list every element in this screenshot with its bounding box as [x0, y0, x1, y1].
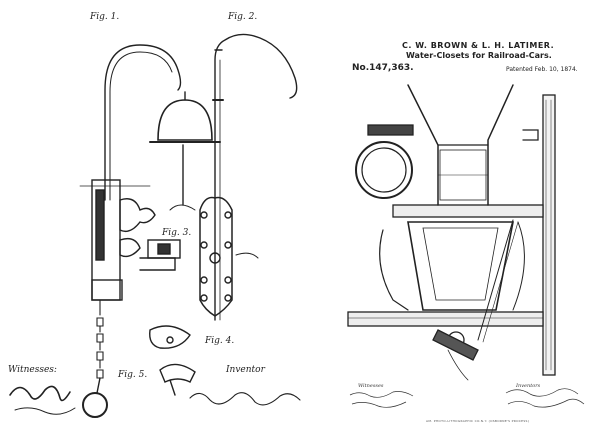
- patented-date: Patented Feb. 10, 1874.: [506, 66, 578, 73]
- right-drawing: [347, 84, 556, 381]
- witnesses-label: Witnesses: [358, 383, 384, 389]
- patent-names: C. W. BROWN & L. H. LATIMER.: [402, 41, 555, 50]
- inventor-label: Inventor: [226, 365, 265, 375]
- patent-number: No.147,363.: [352, 63, 414, 73]
- patent-title: Water-Closets for Railroad-Cars.: [406, 51, 552, 60]
- inventors-label: Inventors: [516, 383, 541, 389]
- fig-2-label: Fig. 2.: [228, 12, 258, 22]
- left-patent-sheet: Fig. 1. Fig. 2. Fig. 3. Fig. 4. Fig. 5. …: [8, 12, 301, 418]
- fig-1-label: Fig. 1.: [90, 12, 120, 22]
- fig-5-label: Fig. 5.: [118, 370, 148, 380]
- lithographer-footer: AM. PHOTO-LITHOGRAPHIC CO.N.Y. (OSBORNE'…: [426, 419, 530, 423]
- witnesses-label: Witnesses:: [8, 365, 57, 375]
- right-signatures: [349, 388, 585, 408]
- left-drawing: [9, 33, 301, 418]
- fig-4-label: Fig. 4.: [205, 336, 235, 346]
- fig-3-label: Fig. 3.: [162, 228, 192, 238]
- right-patent-sheet: C. W. BROWN & L. H. LATIMER. Water-Close…: [338, 0, 615, 427]
